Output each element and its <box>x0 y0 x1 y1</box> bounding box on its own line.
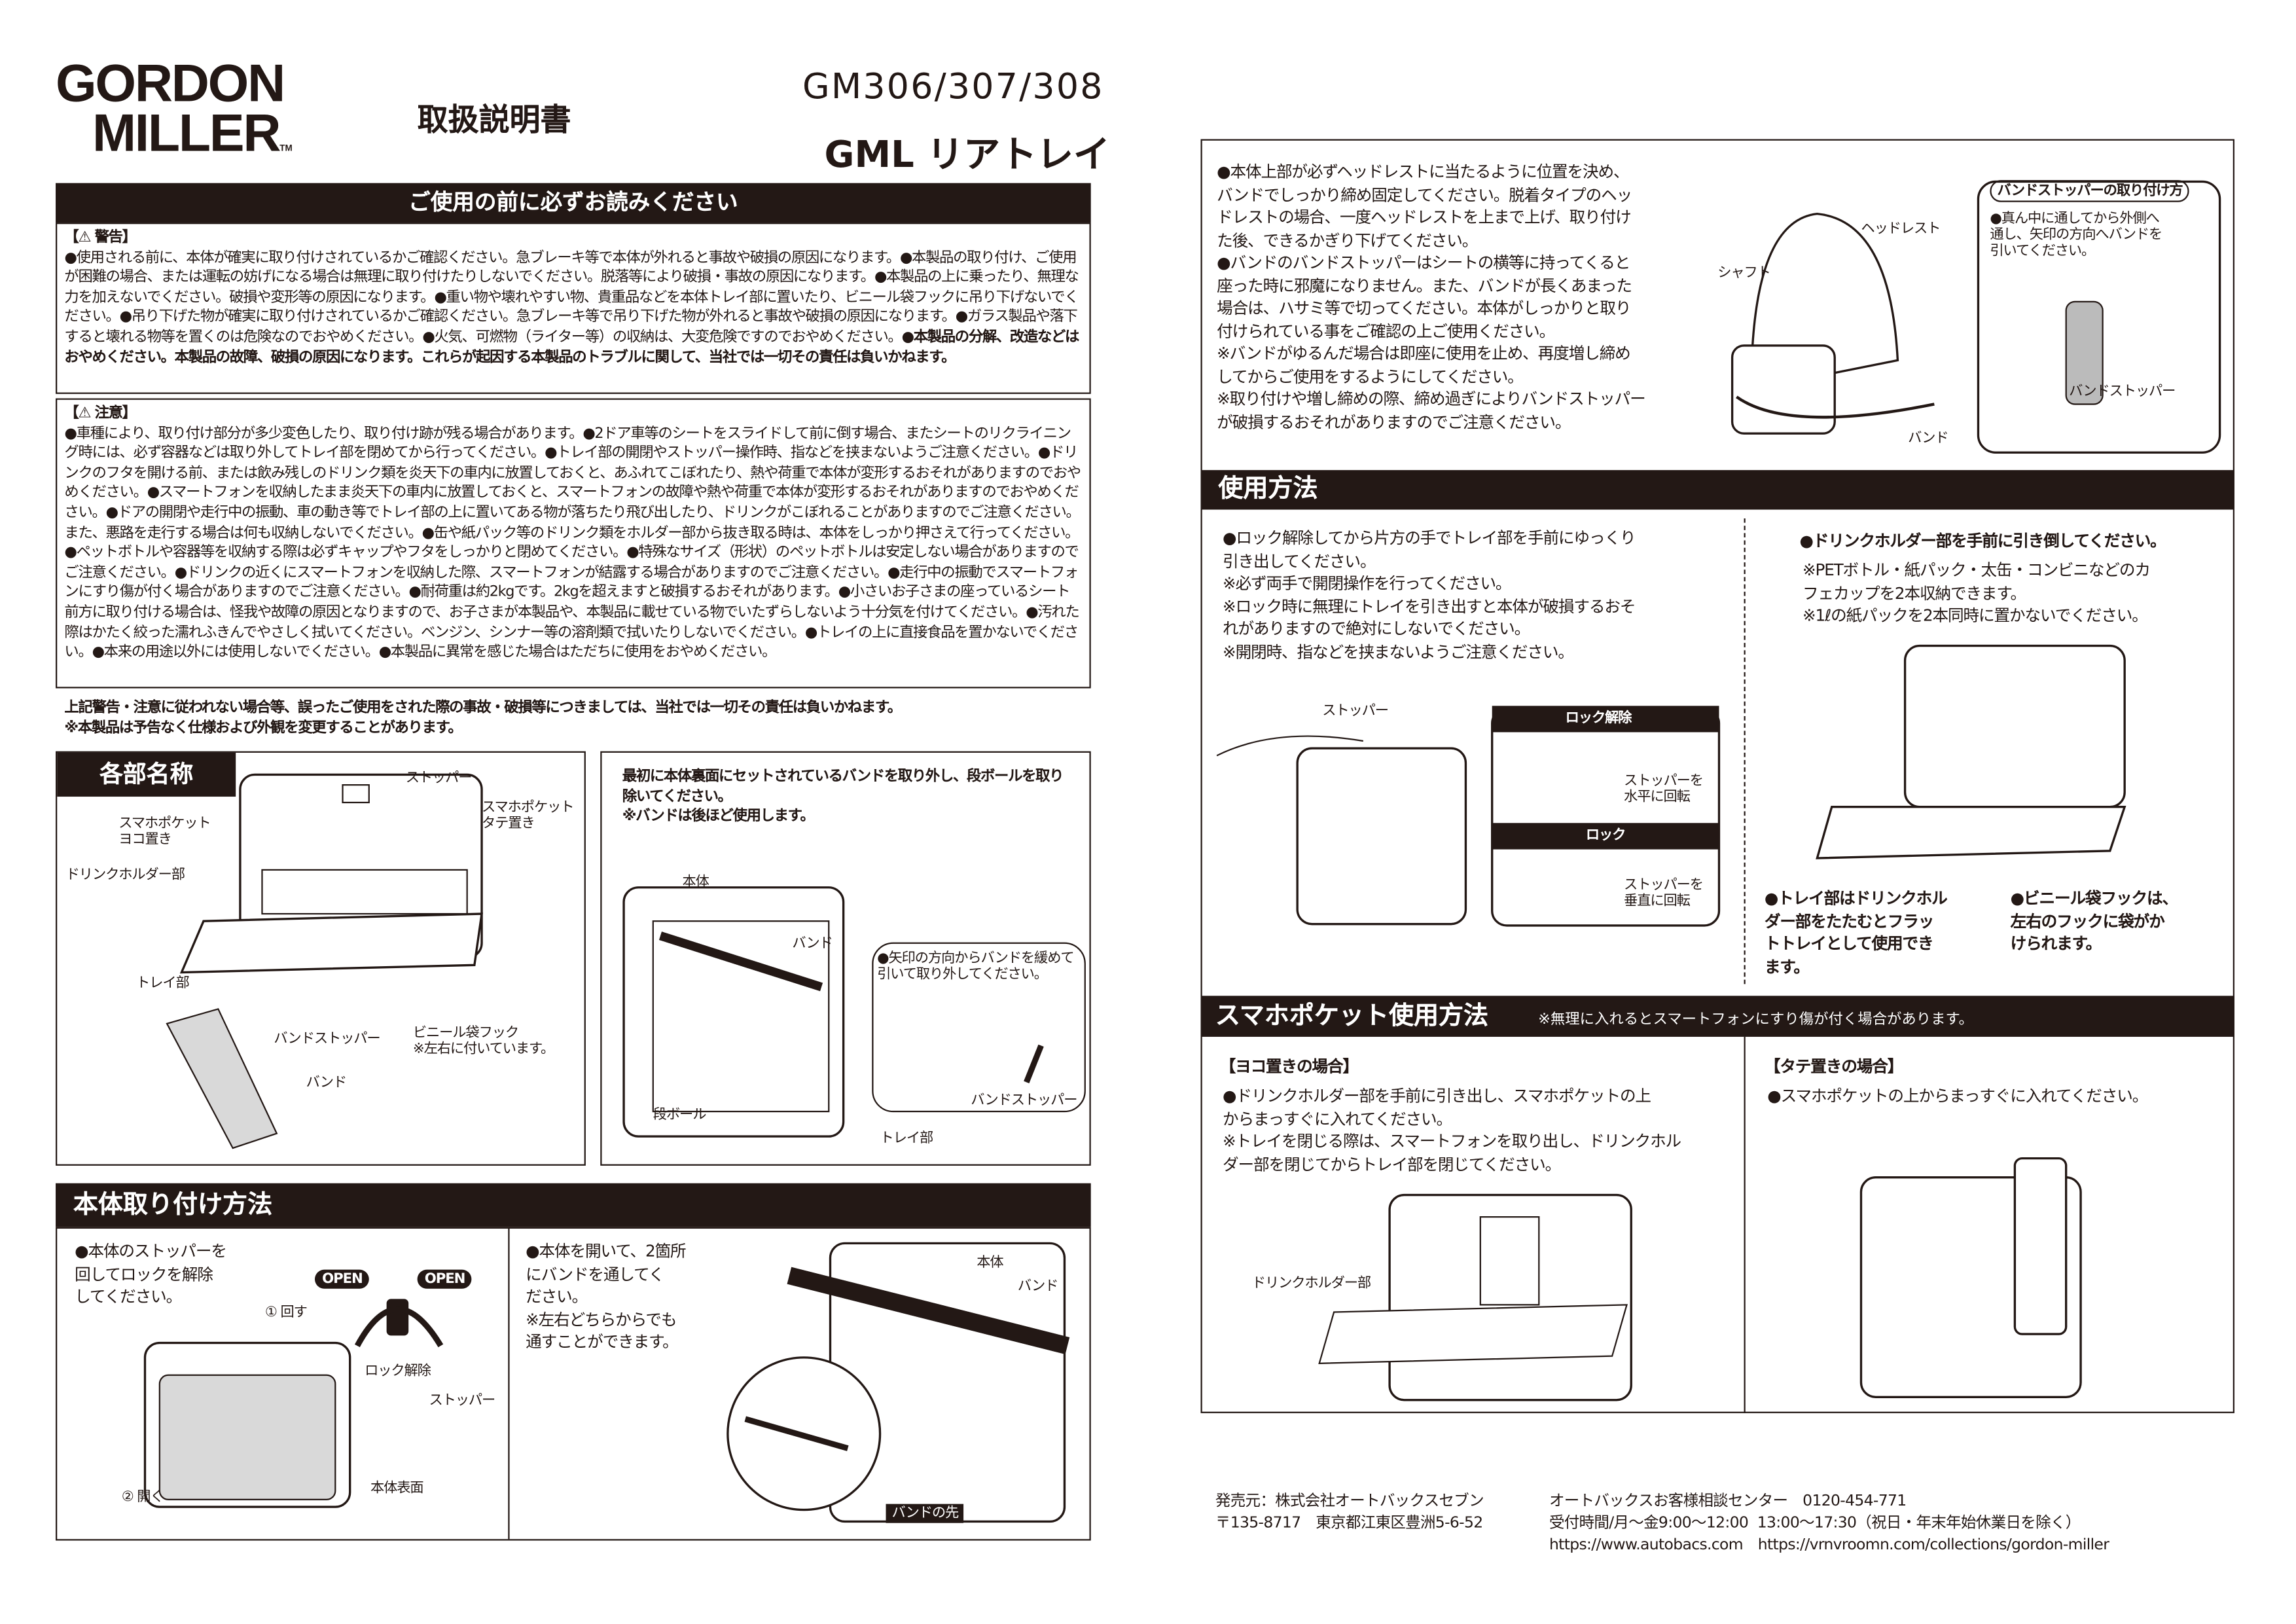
label-bag-hook: ビニール袋フック ※左右に付いています。 <box>412 1025 554 1058</box>
label-stopper: ストッパー <box>405 770 473 787</box>
usage-right-text: ※PETボトル・紙パック・太缶・コンビニなどのカ フェカップを2本収納できます。… <box>1802 560 2151 626</box>
label-tray: トレイ部 <box>136 975 190 992</box>
dashed-divider <box>1744 518 1746 984</box>
logo-tm: TM <box>279 145 293 154</box>
smartphone-title: スマホポケット使用方法 <box>1215 1001 1489 1031</box>
warning-text: ●使用される前に、本体が確実に取り付けされているかご確認ください。急ブレーキ等で… <box>64 249 1079 346</box>
divider <box>508 1229 510 1540</box>
unlock-title: ロック解除 <box>1565 710 1632 727</box>
precautions-title-bar: ご使用の前に必ずお読みください <box>56 183 1091 223</box>
usage-title-bar: 使用方法 <box>1200 470 2234 510</box>
install-title: 本体取り付け方法 <box>73 1190 273 1220</box>
parts-title: 各部名称 <box>99 760 194 788</box>
caution-heading: 【⚠ 注意】 <box>64 405 137 422</box>
tray-flat-note: ●トレイ部はドリンクホル ダー部をたたむとフラッ トトレイとして使用でき ます。 <box>1764 888 1948 977</box>
disclaimer: 上記警告・注意に従われない場合等、誤ったご使用をされた際の事故・破損等につきまし… <box>64 700 902 716</box>
caution-text: ●車種により、取り付け部分が多少変色したり、取り付け跡が残る場合があります。●2… <box>64 425 1081 661</box>
customer-center: オートバックスお客様相談センター 0120-454-771 <box>1549 1492 1907 1510</box>
document-title: 取扱説明書 <box>417 102 571 138</box>
warning-box: 【⚠ 警告】 ●使用される前に、本体が確実に取り付けされているかご確認ください。… <box>56 223 1091 394</box>
model-number: GM306/307/308 <box>802 65 1104 107</box>
band-threading-illustration <box>726 1242 1070 1523</box>
horizontal-title: 【ヨコ置きの場合】 <box>1219 1057 1359 1077</box>
label-headrest: ヘッドレスト <box>1861 221 1941 238</box>
label-band: バンド <box>792 935 833 952</box>
logo-line-1: GORDON <box>56 52 285 113</box>
label-unlock: ロック解除 <box>365 1363 431 1380</box>
label-tray: トレイ部 <box>880 1130 934 1147</box>
reception-hours: 受付時間/月〜金9:00〜12:00 13:00〜17:30（祝日・年末年始休業… <box>1549 1514 2081 1532</box>
product-name: GML リアトレイ <box>824 133 1110 176</box>
caution-box: 【⚠ 注意】 ●車種により、取り付け部分が多少変色したり、取り付け跡が残る場合が… <box>56 398 1091 689</box>
usage-right-heading: ●ドリンクホルダー部を手前に引き倒してください。 <box>1799 532 2166 551</box>
divider <box>1744 1036 1746 1413</box>
warning-body: ●使用される前に、本体が確実に取り付けされているかご確認ください。急ブレーキ等で… <box>64 248 1082 367</box>
label-phone-pocket-vertical: スマホポケット タテ置き <box>482 799 574 832</box>
tray-open-illustration <box>1216 644 2126 927</box>
footer: 発売元：株式会社オートバックスセブン 〒135-8717 東京都江東区豊洲5-6… <box>1215 1490 2109 1622</box>
usage-left-text: ●ロック解除してから片方の手でトレイ部を手前にゆっくり 引き出してください。 ※… <box>1223 528 1636 662</box>
label-band-end: バンドの先 <box>886 1504 965 1523</box>
seller: 発売元：株式会社オートバックスセブン <box>1215 1492 1484 1510</box>
cardboard-illustration <box>622 886 1086 1138</box>
unlock-instruction: ストッパーを 水平に回転 <box>1624 773 1704 806</box>
label-cardboard: 段ボール <box>653 1107 707 1123</box>
tray-illustration <box>166 773 483 1149</box>
vertical-title: 【タテ置きの場合】 <box>1764 1057 1904 1077</box>
spec-change-notice: ※本製品は予告なく仕様および外観を変更することがあります。 <box>64 720 462 737</box>
lock-instruction: ストッパーを 垂直に回転 <box>1624 877 1704 910</box>
band-stopper-howto-text: ●真ん中に通してから外側へ 通し、矢印の方向へバンドを 引いてください。 <box>1990 211 2162 259</box>
smartphone-illustration <box>1318 1157 2082 1401</box>
install-step2-text: ●本体を開いて、2箇所 にバンドを通してく ださい。 ※左右どちらからでも 通す… <box>526 1242 686 1352</box>
label-rotate: ① 回す <box>264 1305 308 1321</box>
band-stopper-howto-title: バンドストッパーの取り付け方 <box>1990 180 2190 202</box>
horizontal-text: ●ドリンクホルダー部を手前に引き出し、スマホポケットの上 からまっすぐに入れてく… <box>1223 1087 1681 1174</box>
label-body: 本体 <box>977 1255 1003 1271</box>
label-band-stopper: バンドストッパー <box>2069 384 2176 400</box>
label-band: バンド <box>306 1075 348 1091</box>
install-box: ●本体のストッパーを 回してロックを解除 してください。 OPEN OPEN ①… <box>56 1227 1091 1541</box>
bag-hook-note: ●ビニール袋フックは、 左右のフックに袋がか けられます。 <box>2010 888 2178 954</box>
precautions-title: ご使用の前に必ずお読みください <box>408 189 738 215</box>
brand-logo: GORDON MILLERTM <box>56 52 293 175</box>
logo-line-2-text: MILLER <box>92 102 281 163</box>
install-step1-text: ●本体のストッパーを 回してロックを解除 してください。 <box>75 1242 227 1307</box>
smartphone-title-bar: スマホポケット使用方法 ※無理に入れるとスマートフォンにすり傷が付く場合があります… <box>1200 996 2234 1037</box>
label-band: バンド <box>1017 1278 1059 1295</box>
cardboard-removal-box: 最初に本体裏面にセットされているバンドを取り外し、段ボールを取り除いてください。… <box>600 751 1091 1166</box>
usage-title: 使用方法 <box>1218 474 1318 504</box>
install-title-bar: 本体取り付け方法 <box>56 1183 1091 1227</box>
parts-box: 各部名称 ストッパー スマホポケット ヨコ置き スマホポケット タテ置き ドリン… <box>56 751 586 1166</box>
label-band-stopper: バンドストッパー <box>274 1030 380 1047</box>
label-shaft: シャフト <box>1717 264 1771 281</box>
unlock-illustration <box>143 1299 444 1508</box>
label-band-stopper: バンドストッパー <box>971 1092 1077 1109</box>
label-body: 本体 <box>682 874 709 891</box>
warning-heading: 【⚠ 警告】 <box>64 230 137 246</box>
website-links[interactable]: https://www.autobacs.com https://vrnvroo… <box>1549 1536 2109 1554</box>
label-stopper: ストッパー <box>1322 702 1389 719</box>
label-phone-pocket-horizontal: スマホポケット ヨコ置き <box>118 816 211 848</box>
open-badge-right: OPEN <box>417 1269 473 1289</box>
seller-address: 〒135-8717 東京都江東区豊洲5-6-52 <box>1215 1514 1483 1532</box>
vertical-text: ●スマホポケットの上からまっすぐに入れてください。 <box>1767 1087 2148 1106</box>
logo-line-2: MILLERTM <box>56 106 293 175</box>
label-drink-holder: ドリンクホルダー部 <box>65 867 185 884</box>
label-drink-holder: ドリンクホルダー部 <box>1251 1275 1371 1292</box>
smartphone-note: ※無理に入れるとスマートフォンにすり傷が付く場合があります。 <box>1538 1011 1974 1028</box>
callout-remove-band: ●矢印の方向からバンドを緩めて引いて取り外してください。 <box>877 950 1074 983</box>
parts-title-bar: 各部名称 <box>57 752 236 797</box>
label-stopper: ストッパー <box>429 1392 495 1409</box>
label-open: ② 開く <box>121 1489 164 1506</box>
right-panel: ●本体上部が必ずヘッドレストに当たるように位置を決め、 バンドでしっかり締め固定… <box>1200 139 2234 1413</box>
lock-title: ロック <box>1585 827 1626 844</box>
cardboard-instruction: 最初に本体裏面にセットされているバンドを取り外し、段ボールを取り除いてください。… <box>622 768 1064 825</box>
warning-bold-text: ●本製品の分解、改造などはおやめください。本製品の故障、破損の原因になります。こ… <box>64 329 1079 366</box>
label-body-surface: 本体表面 <box>370 1480 424 1497</box>
label-band: バンド <box>1908 430 1949 447</box>
headrest-illustration <box>1731 180 2221 454</box>
install-step3-text: ●本体上部が必ずヘッドレストに当たるように位置を決め、 バンドでしっかり締め固定… <box>1217 162 1646 431</box>
open-badge-left: OPEN <box>314 1269 370 1289</box>
